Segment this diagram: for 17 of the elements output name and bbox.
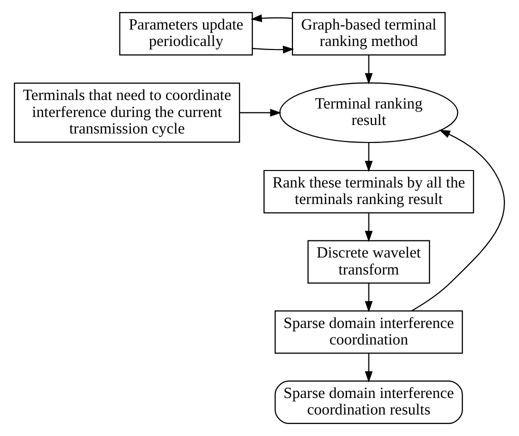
- node-box: Parameters update periodically: [119, 12, 253, 56]
- arrow: [364, 142, 373, 172]
- arrow: [252, 46, 294, 54]
- node-box: Graph-based terminal ranking method: [292, 12, 446, 56]
- arrow: [364, 354, 373, 382]
- node-ellipse: Terminal ranking result: [279, 82, 458, 144]
- arrow: [240, 108, 282, 117]
- arrow: [364, 55, 373, 84]
- node-box: Terminals that need to coordinate interference during the current transmission cycle: [14, 82, 240, 143]
- node-box: Sparse domain interference coordination results: [274, 380, 463, 424]
- node-box: Discrete wavelet transform: [307, 240, 430, 284]
- arrow: [364, 213, 373, 242]
- node-box: Sparse domain interference coordination: [274, 310, 463, 354]
- arrow: [364, 283, 373, 312]
- arrow: [411, 130, 505, 312]
- node-box: Rank these terminals by all the terminals ranking result: [263, 170, 474, 214]
- arrow: [250, 14, 292, 22]
